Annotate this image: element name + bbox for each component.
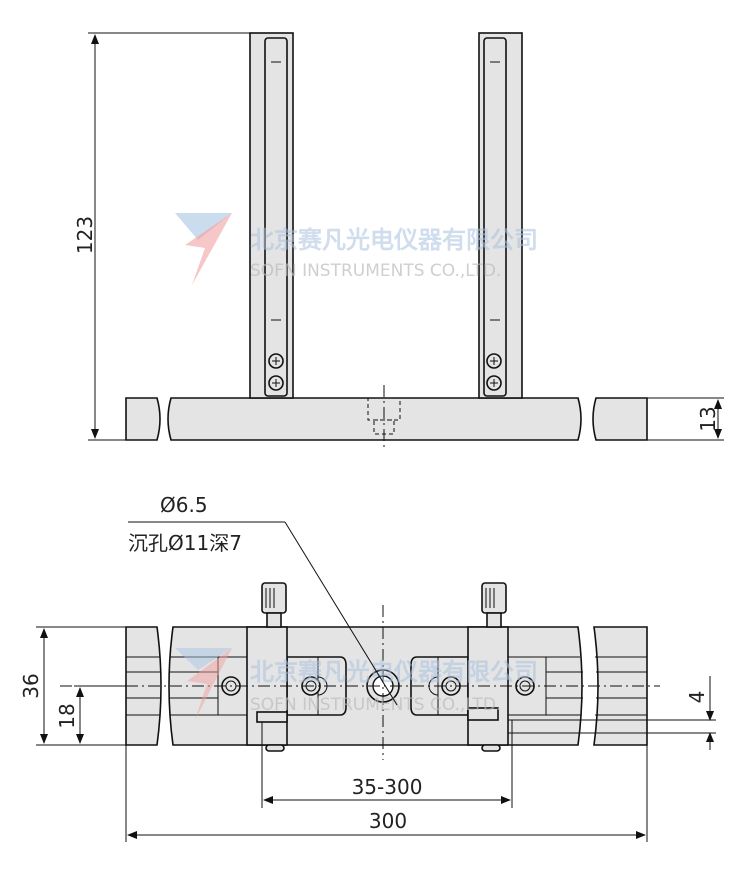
watermark: 北京赛凡光电仪器有限公司 SOFN INSTRUMENTS CO.,LTD.: [175, 213, 538, 285]
top-view: 北京赛凡光电仪器有限公司 SOFN INSTRUMENTS CO.,LTD.: [60, 582, 660, 760]
logo-icon: [175, 213, 232, 240]
front-view: 123 13: [73, 32, 724, 450]
post-left: [249, 32, 294, 399]
rail-left-segment: [125, 397, 161, 441]
dim-adjust-range: 35-300: [352, 775, 423, 799]
dim-center-height: 18: [55, 703, 79, 728]
rail-right-segment: [592, 397, 648, 441]
svg-text:北京赛凡光电仪器有限公司: 北京赛凡光电仪器有限公司: [250, 658, 538, 686]
dim-base-thickness: 13: [696, 406, 720, 431]
dim-width: 36: [19, 673, 43, 698]
svg-text:SOFN INSTRUMENTS CO.,LTD.: SOFN INSTRUMENTS CO.,LTD.: [250, 261, 501, 281]
dim-height: 123: [73, 216, 97, 254]
svg-text:北京赛凡光电仪器有限公司: 北京赛凡光电仪器有限公司: [250, 226, 538, 254]
dim-length: 300: [369, 809, 407, 833]
label-counterbore: 沉孔Ø11深7: [128, 531, 242, 555]
rail-main: [167, 397, 582, 441]
post-right: [478, 32, 523, 399]
label-hole: Ø6.5: [160, 493, 208, 517]
svg-text:SOFN INSTRUMENTS CO.,LTD.: SOFN INSTRUMENTS CO.,LTD.: [250, 695, 501, 715]
dim-offset: 4: [685, 691, 709, 704]
